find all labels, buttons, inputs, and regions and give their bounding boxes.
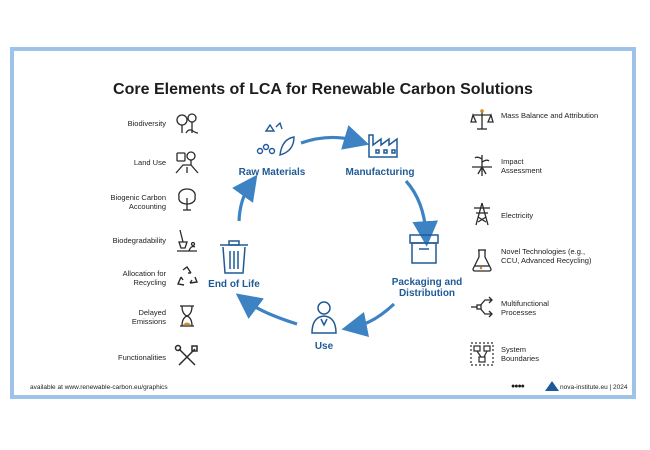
leaf-molecule-icon (256, 121, 295, 156)
left-item-biodiversity: Biodiversity (127, 119, 166, 128)
hourglass-icon (180, 305, 194, 327)
boundary-nodes-icon (470, 342, 494, 366)
flask-icon (472, 249, 492, 272)
field-road-icon (175, 151, 199, 174)
factory-icon (368, 134, 398, 158)
plant-roots-icon (472, 155, 492, 176)
shovel-soil-icon (177, 229, 197, 252)
right-item-multifunctional: Multifunctional Processes (501, 299, 549, 317)
right-item-novel-technologies: Novel Technologies (e.g., CCU, Advanced … (501, 247, 592, 265)
page-title: Core Elements of LCA for Renewable Carbo… (113, 81, 533, 98)
cycle-packaging: Packaging and Distribution (391, 277, 463, 299)
left-item-biogenic-carbon: Biogenic Carbon Accounting (110, 193, 166, 211)
user-icon (311, 301, 337, 334)
cycle-raw-materials: Raw Materials (238, 167, 306, 178)
arrow-endoflife-to-raw (232, 174, 258, 222)
infographic-frame: Core Elements of LCA for Renewable Carbo… (10, 47, 636, 399)
trees-animal-icon (176, 113, 199, 134)
left-item-biodegradability: Biodegradability (112, 236, 166, 245)
right-item-impact-assessment: Impact Assessment (501, 157, 542, 175)
power-pylon-icon (474, 202, 490, 226)
arrow-manufacturing-to-packaging (404, 179, 438, 247)
footer-source: available at www.renewable-carbon.eu/gra… (30, 384, 168, 391)
branching-arrows-icon (471, 296, 493, 318)
left-item-functionalities: Functionalities (118, 353, 166, 362)
arrow-packaging-to-use (341, 302, 396, 338)
lifecycle-diagram (220, 121, 439, 338)
left-item-land-use: Land Use (133, 158, 166, 167)
arrow-use-to-endoflife (235, 293, 298, 326)
cycle-end-of-life: End of Life (208, 279, 260, 290)
nova-logo-icon (545, 381, 559, 391)
left-item-delayed-emissions: Delayed Emissions (131, 308, 166, 326)
footer-credit: nova-institute.eu | 2024 (560, 384, 628, 391)
tools-icon (174, 344, 198, 366)
arrow-raw-to-manufacturing (300, 125, 370, 150)
tree-icon (178, 188, 196, 211)
license-icons: ●●●● (511, 383, 525, 390)
cycle-use: Use (314, 341, 334, 352)
right-item-mass-balance: Mass Balance and Attribution (501, 111, 599, 120)
left-item-allocation: Allocation for Recycling (122, 269, 166, 287)
trash-bin-icon (220, 240, 248, 274)
cycle-manufacturing: Manufacturing (345, 167, 415, 178)
recycle-icon (177, 265, 198, 286)
balance-scale-icon (470, 109, 494, 130)
right-item-system-boundaries: System Boundaries (501, 345, 539, 363)
box-icon (409, 234, 439, 264)
right-item-electricity: Electricity (501, 211, 534, 220)
